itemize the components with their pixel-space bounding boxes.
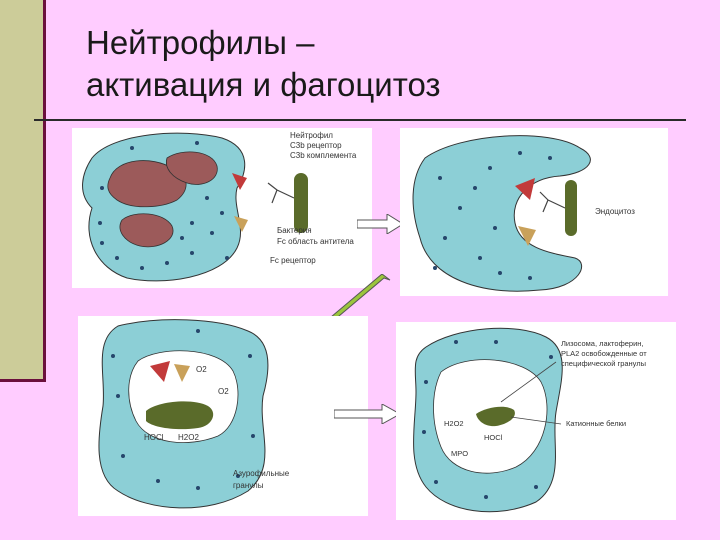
fc-receptor [174, 364, 190, 382]
degranulation-figure: Лизосома, лактоферин, PLA2 освобожденные… [413, 327, 647, 513]
label-mpo: MPO [451, 449, 468, 458]
label-lysosome: Лизосома, лактоферин, [561, 339, 644, 348]
label-fc-antibody: Fc область антитела [277, 237, 354, 246]
neutrophil-recognition-figure: Нейтрофил C3b рецептор C3b комплемента Б… [82, 131, 357, 282]
label-o2-top: O2 [196, 365, 207, 374]
oxidative-burst-figure: O2 O2 HOCl H2O2 Азурофильные гранулы [98, 319, 290, 509]
label-endocytosis: Эндоцитоз [595, 207, 635, 216]
granules [98, 141, 229, 270]
label-o2-bottom: O2 [218, 387, 229, 396]
bacterium [294, 173, 308, 233]
bacterium [565, 180, 577, 236]
granules [422, 340, 553, 499]
label-h2o2: H2O2 [444, 419, 464, 428]
decorative-sidebar [0, 0, 46, 382]
antibody [267, 182, 295, 204]
fc-receptor [234, 216, 248, 232]
pointer-cationic [510, 416, 562, 425]
c3b-receptor [515, 178, 535, 200]
label-c3b-complement: C3b комплемента [290, 151, 357, 160]
c3b-receptor [150, 361, 170, 382]
pointer-lysosome [500, 361, 557, 403]
fc-receptor [518, 226, 536, 246]
label-c3b-receptor: C3b рецептор [290, 141, 342, 150]
panel-degranulation: Лизосома, лактоферин, PLA2 освобожденные… [396, 322, 676, 520]
title-line-1: Нейтрофилы – [86, 24, 315, 61]
neutrophil-cell [82, 132, 246, 282]
c3b-receptor [232, 173, 247, 190]
label-hocl: HOCl [144, 433, 164, 442]
antibody [539, 191, 566, 213]
slide-title: Нейтрофилы – активация и фагоцитоз [86, 22, 441, 106]
panel-recognition: Нейтрофил C3b рецептор C3b комплемента Б… [72, 128, 372, 288]
label-specific-granule: специфической гранулы [561, 359, 646, 368]
panel-oxidative-burst: O2 O2 HOCl H2O2 Азурофильные гранулы [78, 316, 368, 516]
title-line-2: активация и фагоцитоз [86, 66, 441, 103]
digested-bacterium [476, 406, 515, 427]
panel-endocytosis: Эндоцитоз [400, 128, 668, 296]
endocytosis-figure: Эндоцитоз [412, 135, 635, 292]
label-hocl: HOCl [484, 433, 503, 442]
title-divider [34, 119, 686, 121]
engulfed-bacterium [146, 401, 214, 430]
granules [433, 151, 552, 280]
label-fc-receptor: Fc рецептор [270, 256, 316, 265]
label-cationic-proteins: Катионные белки [566, 419, 626, 428]
arrow-right-2 [334, 404, 400, 424]
nucleus-lobe-3 [119, 213, 174, 248]
label-neutrophil: Нейтрофил [290, 131, 333, 140]
label-bacterium: Бактерия [277, 226, 312, 235]
label-granules: гранулы [233, 481, 264, 490]
arrow-right-1 [357, 214, 403, 234]
granules [111, 329, 255, 490]
label-pla2: PLA2 освобожденные от [561, 349, 647, 358]
label-azurophilic: Азурофильные [233, 469, 290, 478]
label-h2o2: H2O2 [178, 433, 199, 442]
nucleus-lobe-2 [165, 151, 218, 185]
nucleus-lobe-1 [107, 160, 187, 208]
neutrophil-cell [412, 135, 591, 292]
